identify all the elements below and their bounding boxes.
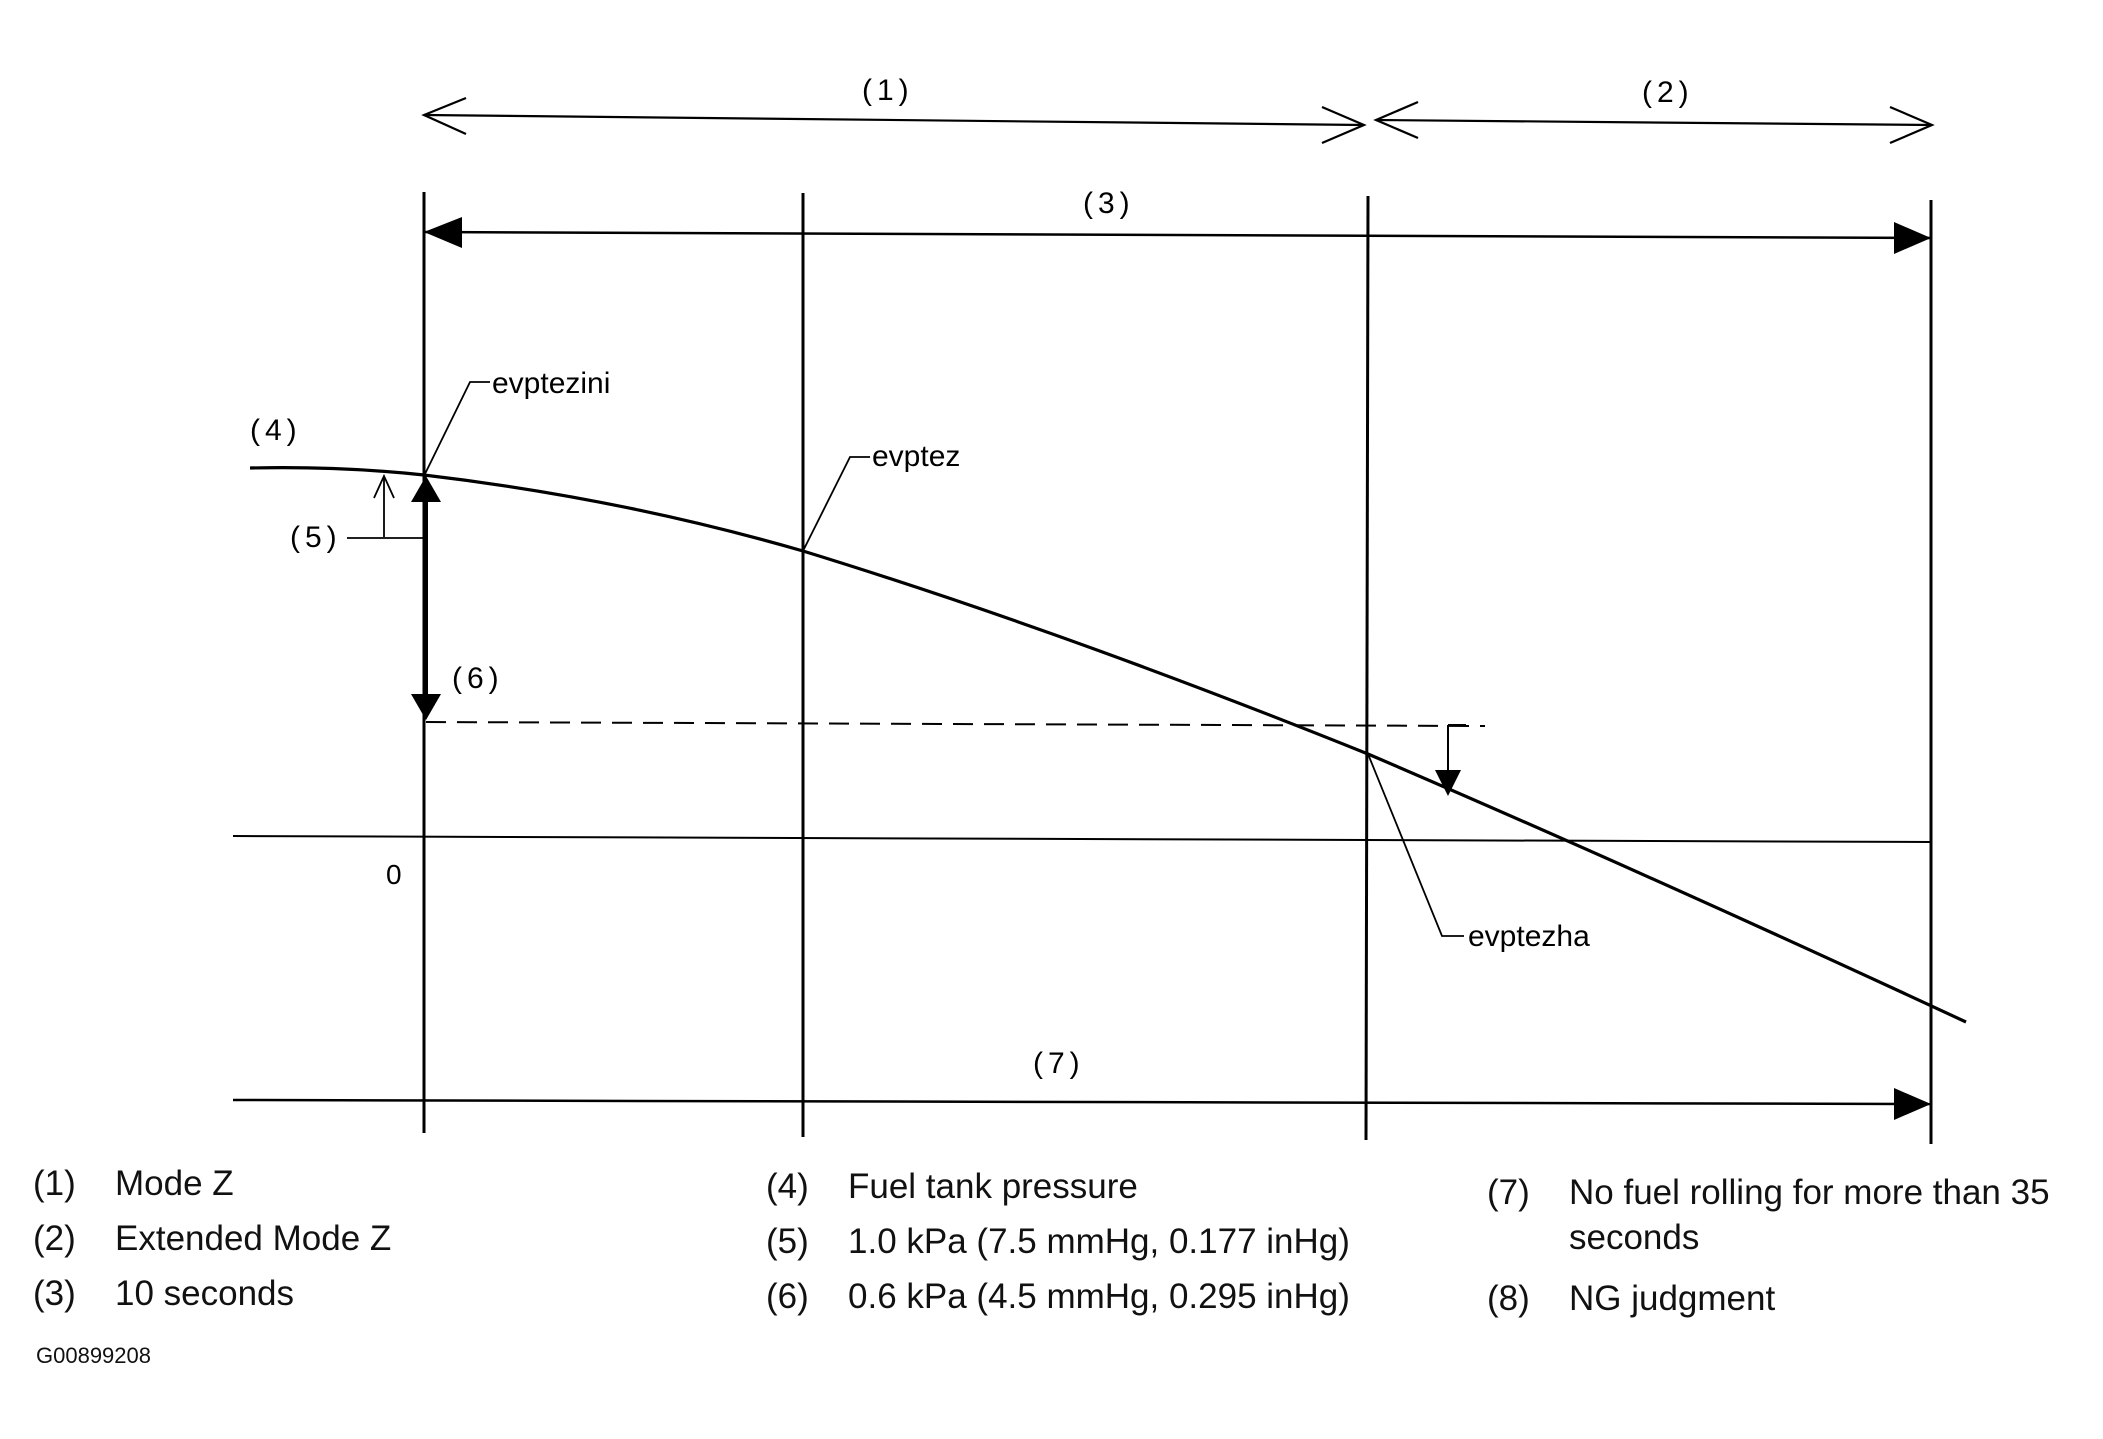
callout-6-label: (6) bbox=[452, 662, 504, 695]
legend-item: (1) Mode Z bbox=[33, 1161, 391, 1216]
no-fuel-rolling-span-arrow bbox=[232, 1088, 1932, 1120]
callout-7-label: (7) bbox=[1033, 1047, 1085, 1080]
evptez-label: evptez bbox=[872, 440, 960, 473]
threshold-dashed-line bbox=[425, 721, 1486, 727]
legend-number: (3) bbox=[33, 1274, 76, 1313]
evptezha-label: evptezha bbox=[1468, 920, 1590, 953]
legend-text: Mode Z bbox=[115, 1164, 234, 1203]
zero-baseline bbox=[232, 835, 1932, 843]
legend-column-1: (1) Mode Z (2) Extended Mode Z (3) 10 se… bbox=[33, 1161, 391, 1326]
timeline-marker-mode-end bbox=[1364, 195, 1370, 1141]
figure-id: G00899208 bbox=[36, 1343, 151, 1368]
legend-number: (8) bbox=[1487, 1279, 1530, 1318]
callout-2-label: (2) bbox=[1642, 76, 1694, 109]
evptezha-leader bbox=[1367, 753, 1464, 937]
threshold-double-arrow bbox=[411, 476, 441, 720]
legend-text: Extended Mode Z bbox=[115, 1219, 392, 1258]
mode-z-span-arrow bbox=[421, 96, 1367, 145]
legend-item: (6) 0.6 kPa (4.5 mmHg, 0.295 inHg) bbox=[766, 1274, 1350, 1329]
callout-1-label: (1) bbox=[862, 74, 914, 107]
zero-label: 0 bbox=[386, 859, 402, 890]
legend-item: (5) 1.0 kPa (7.5 mmHg, 0.177 inHg) bbox=[766, 1219, 1350, 1274]
evptezini-leader bbox=[423, 381, 490, 477]
callout-3-label: (3) bbox=[1083, 187, 1135, 220]
evptez-leader bbox=[802, 456, 870, 552]
legend-text: 1.0 kPa (7.5 mmHg, 0.177 inHg) bbox=[848, 1222, 1350, 1261]
legend-text: NG judgment bbox=[1569, 1279, 1776, 1318]
evptezini-label: evptezini bbox=[492, 367, 610, 400]
legend-number: (1) bbox=[33, 1164, 76, 1203]
callout-5-marker bbox=[347, 473, 424, 539]
legend-text: Fuel tank pressure bbox=[848, 1167, 1138, 1206]
fuel-tank-pressure-curve bbox=[249, 466, 1967, 1024]
legend-column-3: (7) No fuel rolling for more than 35 sec… bbox=[1487, 1170, 2103, 1331]
legend-number: (7) bbox=[1487, 1173, 1530, 1212]
legend-column-2: (4) Fuel tank pressure (5) 1.0 kPa (7.5 … bbox=[766, 1164, 1350, 1329]
legend-item: (2) Extended Mode Z bbox=[33, 1216, 391, 1271]
legend-item: (3) 10 seconds bbox=[33, 1271, 391, 1326]
legend-number: (6) bbox=[766, 1277, 809, 1316]
legend-item: (4) Fuel tank pressure bbox=[766, 1164, 1350, 1219]
extended-mode-z-span-arrow bbox=[1373, 100, 1935, 145]
legend-number: (5) bbox=[766, 1222, 809, 1261]
legend-number: (2) bbox=[33, 1219, 76, 1258]
legend-text: 0.6 kPa (4.5 mmHg, 0.295 inHg) bbox=[848, 1277, 1350, 1316]
legend-number: (4) bbox=[766, 1167, 809, 1206]
legend-text: 10 seconds bbox=[115, 1274, 295, 1313]
ng-judgment-drop-arrow bbox=[1435, 724, 1466, 796]
legend-item: (7) No fuel rolling for more than 35 sec… bbox=[1487, 1170, 2103, 1276]
ten-seconds-span-arrow bbox=[423, 217, 1932, 254]
callout-4-label: (4) bbox=[250, 414, 302, 447]
callout-5-label: (5) bbox=[290, 521, 342, 554]
legend-text: No fuel rolling for more than 35 seconds bbox=[1569, 1173, 2050, 1257]
legend-item: (8) NG judgment bbox=[1487, 1276, 2103, 1331]
